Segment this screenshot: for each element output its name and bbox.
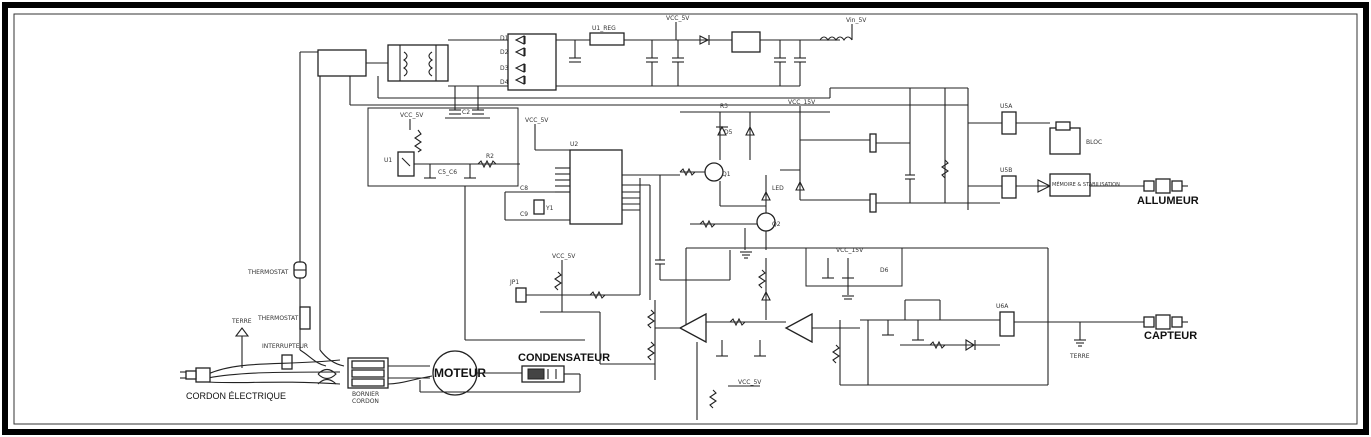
transformer bbox=[387, 44, 449, 82]
svg-text:U5B: U5B bbox=[1000, 167, 1012, 174]
output-section: U5A BLOC U5B MÉMOIRE & STABILISATION ALL… bbox=[968, 103, 1199, 207]
allumeur-label: ALLUMEUR bbox=[1137, 195, 1199, 207]
capteur-label: CAPTEUR bbox=[1144, 330, 1197, 342]
svg-text:BORNIER: BORNIER bbox=[352, 391, 379, 398]
relay-1 bbox=[869, 133, 877, 153]
svg-text:INTERRUPTEUR: INTERRUPTEUR bbox=[262, 343, 308, 350]
svg-text:Q1: Q1 bbox=[722, 171, 731, 178]
bloc-box bbox=[1049, 127, 1081, 155]
svg-text:CORDON: CORDON bbox=[352, 398, 379, 405]
opamp-2 bbox=[784, 312, 813, 344]
svg-text:U5A: U5A bbox=[1000, 103, 1013, 110]
vin-label: Vin_5V bbox=[846, 17, 867, 24]
svg-text:U2: U2 bbox=[570, 141, 578, 148]
svg-text:D6: D6 bbox=[880, 267, 889, 274]
svg-text:D5: D5 bbox=[724, 129, 733, 136]
terre-right-label: TERRE bbox=[1069, 353, 1090, 360]
svg-text:JP1: JP1 bbox=[509, 279, 519, 286]
thermofusible-label: THERMOSTAT bbox=[257, 315, 299, 322]
vcc-low-label: VCC_5V bbox=[738, 379, 762, 386]
driver-section: R3 D5 Q1 Q2 LED VCC_15V bbox=[679, 88, 1000, 259]
svg-text:VCC_5V: VCC_5V bbox=[552, 253, 576, 260]
thermostat-label: THERMOSTAT bbox=[247, 269, 289, 276]
controller-section: VCC_5V U1 C5_C6 R2 U2 VCC_5V bbox=[367, 107, 680, 341]
thermal-fuse bbox=[299, 306, 311, 330]
sensor-jumper bbox=[515, 287, 527, 303]
power-plug bbox=[180, 367, 211, 383]
svg-text:VCC_15V: VCC_15V bbox=[836, 247, 864, 254]
motor-label: MOTEUR bbox=[434, 366, 486, 380]
condensateur-label: CONDENSATEUR bbox=[518, 352, 610, 364]
svg-text:D4: D4 bbox=[500, 79, 509, 86]
sensor-input-section: VCC_5V JP1 bbox=[509, 175, 731, 340]
controller-box bbox=[367, 107, 519, 187]
opamp-1 bbox=[678, 312, 707, 344]
svg-text:U1_REG: U1_REG bbox=[592, 25, 616, 32]
terminal-block bbox=[347, 357, 389, 389]
svg-text:R2: R2 bbox=[486, 153, 494, 160]
comparator-ic bbox=[999, 311, 1015, 337]
vcc-driver-label: VCC_15V bbox=[788, 99, 816, 106]
mcu-chip bbox=[569, 149, 623, 225]
memoire-box bbox=[1049, 173, 1091, 197]
svg-text:Q2: Q2 bbox=[772, 221, 781, 228]
logic-gate-bottom bbox=[1001, 175, 1017, 199]
svg-text:VCC_5V: VCC_5V bbox=[525, 117, 549, 124]
svg-text:Y1: Y1 bbox=[545, 205, 554, 212]
transistor-q1 bbox=[704, 162, 724, 182]
fuse-box bbox=[317, 49, 367, 77]
cordon-label: CORDON ÉLECTRIQUE bbox=[186, 391, 286, 401]
inner-frame bbox=[13, 13, 1358, 425]
svg-text:C5_C6: C5_C6 bbox=[438, 169, 457, 176]
capteur-connector bbox=[1143, 314, 1188, 330]
bloc-label: BLOC bbox=[1086, 139, 1102, 146]
inductor-top bbox=[819, 36, 853, 41]
analog-section: VCC_15V D6 VCC_5V bbox=[647, 247, 1197, 420]
mcu-pins-right bbox=[622, 174, 680, 211]
rail-capacitors bbox=[569, 40, 806, 86]
relay-2 bbox=[869, 193, 877, 213]
crystal bbox=[533, 199, 545, 215]
svg-text:D1: D1 bbox=[500, 35, 509, 42]
voltage-regulator bbox=[731, 31, 761, 53]
svg-text:U1: U1 bbox=[384, 157, 392, 164]
svg-text:U6A: U6A bbox=[996, 303, 1009, 310]
switch-box bbox=[281, 354, 293, 370]
svg-text:R3: R3 bbox=[720, 103, 728, 110]
svg-text:D3: D3 bbox=[500, 65, 509, 72]
mcu-pins-left bbox=[555, 167, 570, 193]
regulator-ic bbox=[589, 32, 625, 46]
svg-text:C2: C2 bbox=[462, 109, 470, 116]
svg-text:LED: LED bbox=[772, 185, 784, 192]
svg-text:C9: C9 bbox=[520, 211, 528, 218]
vcc-mid-label: VCC_5V bbox=[400, 112, 424, 119]
vcc-top-label: VCC_5V bbox=[666, 15, 690, 22]
svg-text:D2: D2 bbox=[500, 49, 509, 56]
svg-text:C8: C8 bbox=[520, 185, 528, 192]
motor-capacitor bbox=[521, 365, 565, 383]
logic-gate-top bbox=[1001, 111, 1017, 135]
mains-section: THERMOSTAT THERMOSTAT TERRE INTERRUPTEUR… bbox=[180, 76, 655, 405]
allumeur-connector bbox=[1143, 178, 1188, 194]
memoire-label: MÉMOIRE & STABILISATION bbox=[1052, 180, 1120, 188]
terre-left-label: TERRE bbox=[231, 318, 252, 325]
